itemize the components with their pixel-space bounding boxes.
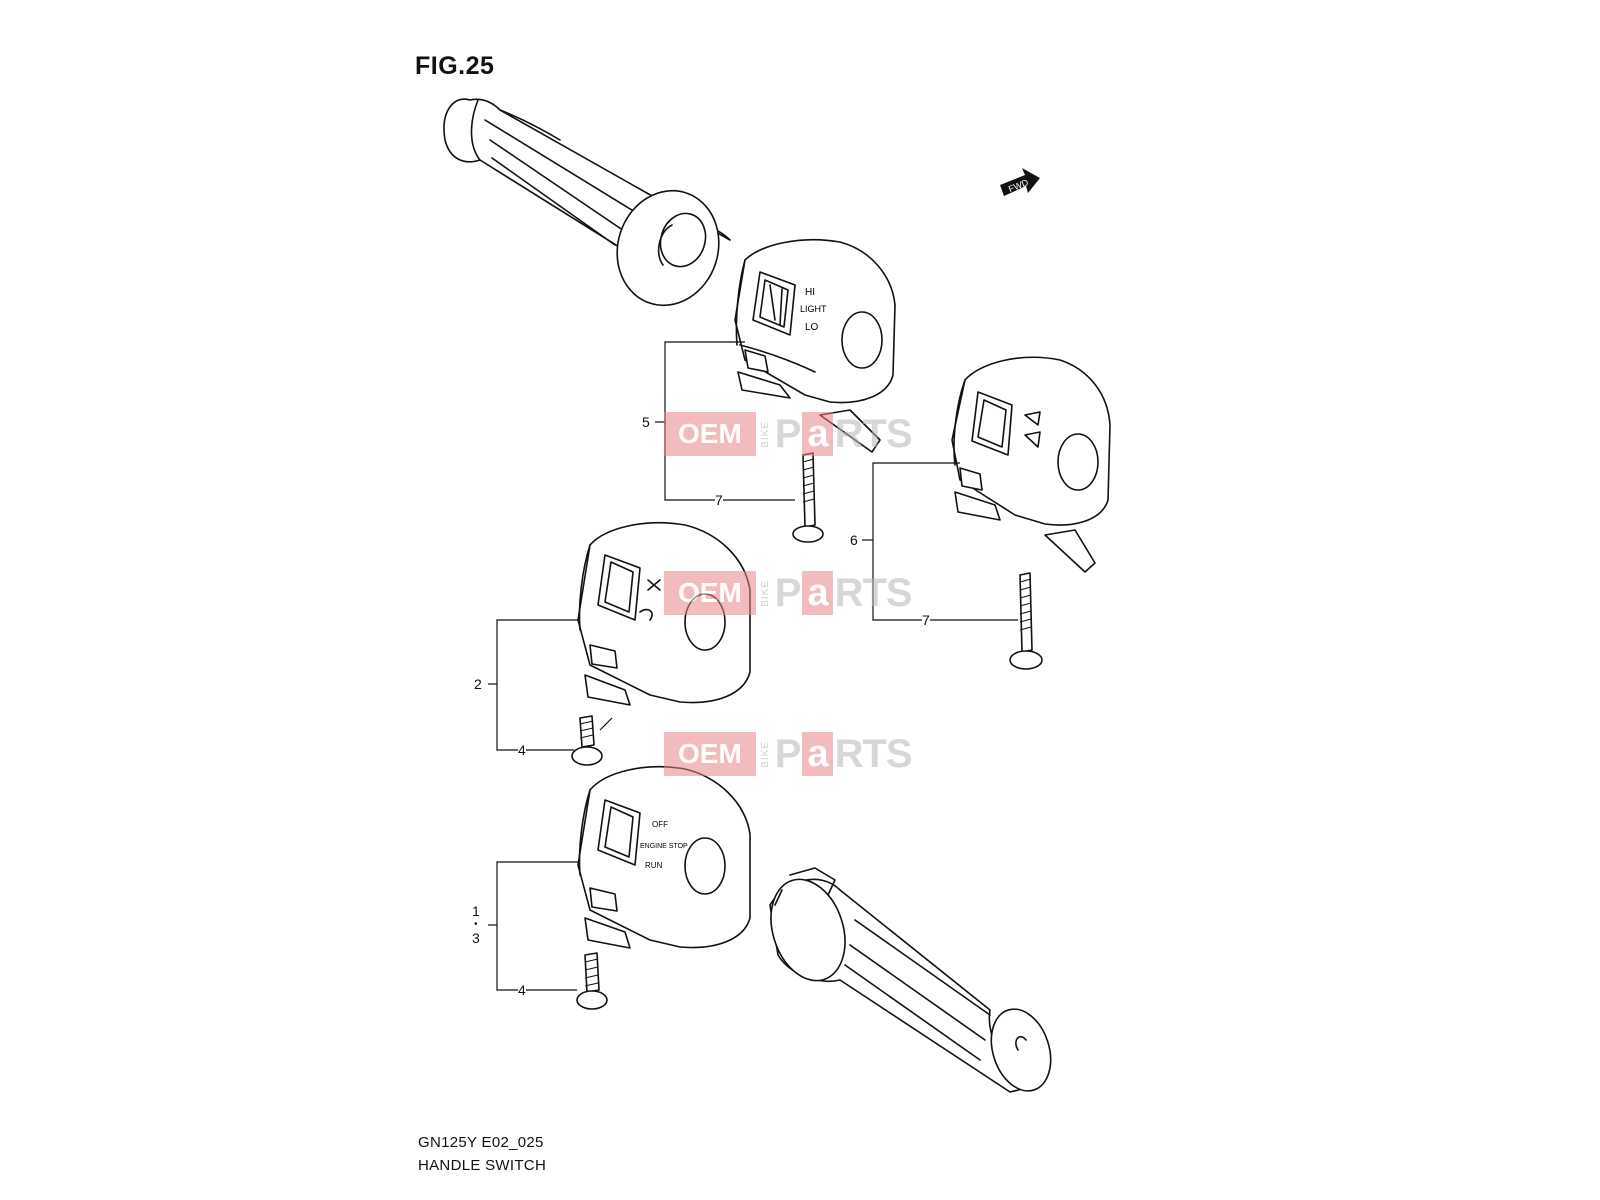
callout-7-upper: 7 (715, 492, 723, 508)
dimmer-light-label: LIGHT (800, 304, 827, 314)
watermark-oem: OEM (664, 571, 756, 615)
figure-caption: HANDLE SWITCH (418, 1157, 547, 1174)
callout-7-lower: 7 (922, 612, 930, 628)
callout-2: 2 (474, 676, 482, 692)
screw-7-upper (792, 452, 824, 543)
handle-switch-5: HI LIGHT LO (734, 238, 896, 453)
left-handlebar-grip (443, 98, 731, 307)
start-stop-label: ENGINE STOP (640, 843, 688, 850)
callout-dot: • (474, 917, 478, 933)
watermark-bike: BIKE (759, 740, 771, 768)
dimmer-hi-label: HI (805, 287, 815, 298)
callout-4-lower: 4 (518, 982, 526, 998)
screw-4-lower (576, 952, 608, 1010)
forward-arrow-icon: FWD (1000, 168, 1040, 196)
handle-switch-6 (951, 356, 1111, 573)
screw-4-upper (571, 715, 613, 766)
callout-6: 6 (850, 532, 858, 548)
watermark-oem: OEM (664, 732, 756, 776)
figure-title: FIG.25 (415, 52, 495, 80)
dimmer-lo-label: LO (805, 322, 819, 333)
fwd-label: FWD (1007, 177, 1030, 194)
start-off-label: OFF (652, 820, 668, 829)
watermark-bike: BIKE (759, 579, 771, 607)
watermark-oem: OEM (664, 412, 756, 456)
model-code: GN125Y E02_025 (418, 1134, 544, 1151)
handle-switch-1-3: OFF ENGINE STOP RUN (577, 766, 751, 949)
screw-7-lower (1009, 572, 1043, 670)
callout-1: 1 (472, 903, 480, 919)
throttle-grip (769, 867, 1052, 1093)
callout-4-upper: 4 (518, 742, 526, 758)
watermark-bike: BIKE (759, 420, 771, 448)
callout-3: 3 (472, 930, 480, 946)
callout-5: 5 (642, 414, 650, 430)
start-run-label: RUN (645, 861, 663, 870)
